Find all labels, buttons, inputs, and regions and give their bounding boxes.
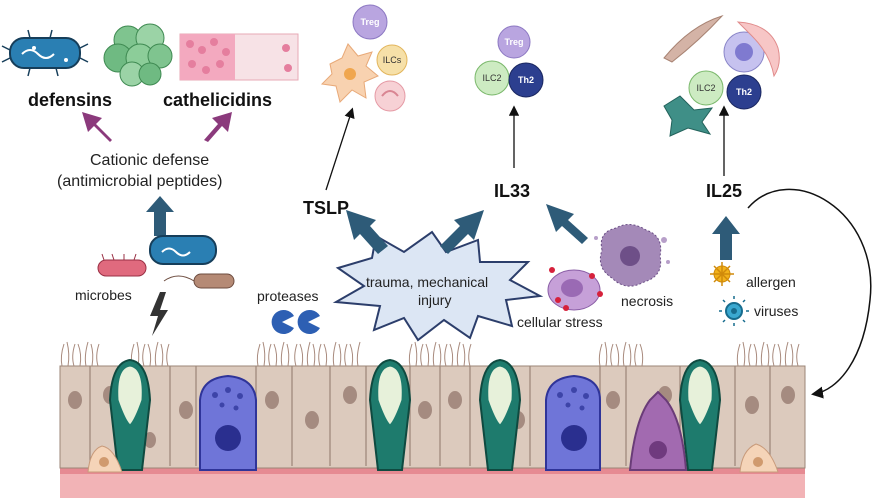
bacterium-icon	[163, 273, 235, 289]
tuft-cell	[628, 390, 688, 471]
ilcs-label: ILCs	[382, 55, 402, 65]
th2-cell	[508, 62, 544, 98]
microbes-label: microbes	[75, 287, 132, 303]
ilc2-label: ILC2	[696, 83, 716, 93]
ilcs-cell	[376, 44, 408, 76]
smooth-muscle-cell	[736, 21, 780, 78]
arrow-to-il25	[712, 216, 740, 260]
trauma-label: trauma, mechanical	[366, 274, 489, 290]
th2-label: Th2	[735, 87, 752, 97]
necrosis-label: necrosis	[621, 293, 674, 309]
antimicrobial-peptides-label: (antimicrobial peptides)	[57, 173, 223, 190]
proteases-label: proteases	[257, 288, 319, 304]
arrow-up-cationic	[146, 196, 174, 236]
defensins-label: defensins	[28, 90, 113, 110]
basal-cell	[87, 445, 123, 473]
macrophage-cell	[663, 95, 714, 137]
virus-icon	[719, 296, 749, 326]
treg-cell	[352, 4, 388, 40]
lightning-icon	[150, 292, 168, 336]
treg-label: Treg	[360, 17, 380, 27]
treg-cell	[497, 25, 531, 59]
cationic-defense-label: Cationic defense	[90, 152, 210, 169]
injury-label: injury	[418, 292, 452, 308]
tslp-label: TSLP	[303, 198, 350, 218]
arrow-up-cathelicidins	[204, 112, 232, 142]
bacterium-icon	[149, 235, 217, 265]
goblet-cell	[478, 358, 522, 471]
th2-label: Th2	[517, 75, 534, 85]
treg-label: Treg	[504, 37, 524, 47]
tissue-icon	[179, 33, 299, 81]
arrow-to-il33-left	[440, 210, 484, 254]
goblet-cell	[108, 358, 152, 471]
bacterium-icon	[1, 29, 89, 77]
eosinophil-cell	[723, 31, 765, 73]
mast-cell	[374, 80, 406, 112]
arrow-to-il33-right	[546, 204, 588, 244]
cathelicidins-label: cathelicidins	[163, 90, 273, 110]
goblet-cell	[368, 358, 412, 471]
basal-cell	[739, 443, 779, 473]
arrow-tslp-to-cells	[325, 107, 355, 191]
stressed-cell	[547, 267, 603, 311]
cell-cluster-icon	[103, 23, 173, 87]
protease-icon	[271, 310, 320, 334]
bacterium-icon	[97, 253, 147, 277]
il33-label: IL33	[494, 181, 531, 201]
trauma-starburst	[332, 230, 544, 342]
arrow-feedback-loop	[747, 188, 872, 399]
cilia	[60, 341, 800, 367]
goblet-cell	[678, 358, 722, 471]
arrow-up-defensins	[82, 112, 112, 142]
secretory-cell	[199, 374, 257, 471]
cellular-stress-label: cellular stress	[517, 314, 603, 330]
secretory-cell	[545, 374, 601, 471]
th2-cell	[726, 74, 762, 110]
arrow-to-tslp	[346, 210, 388, 254]
il25-label: IL25	[706, 181, 743, 201]
fibroblast-cell	[663, 14, 724, 63]
basement-membrane	[60, 466, 805, 498]
viruses-label: viruses	[754, 303, 799, 319]
necrotic-cell	[594, 224, 670, 287]
allergen-label: allergen	[746, 274, 796, 290]
ilc2-cell	[688, 70, 724, 106]
ilc2-label: ILC2	[482, 73, 502, 83]
allergen-icon	[710, 262, 734, 286]
dendritic-cell	[320, 43, 379, 103]
